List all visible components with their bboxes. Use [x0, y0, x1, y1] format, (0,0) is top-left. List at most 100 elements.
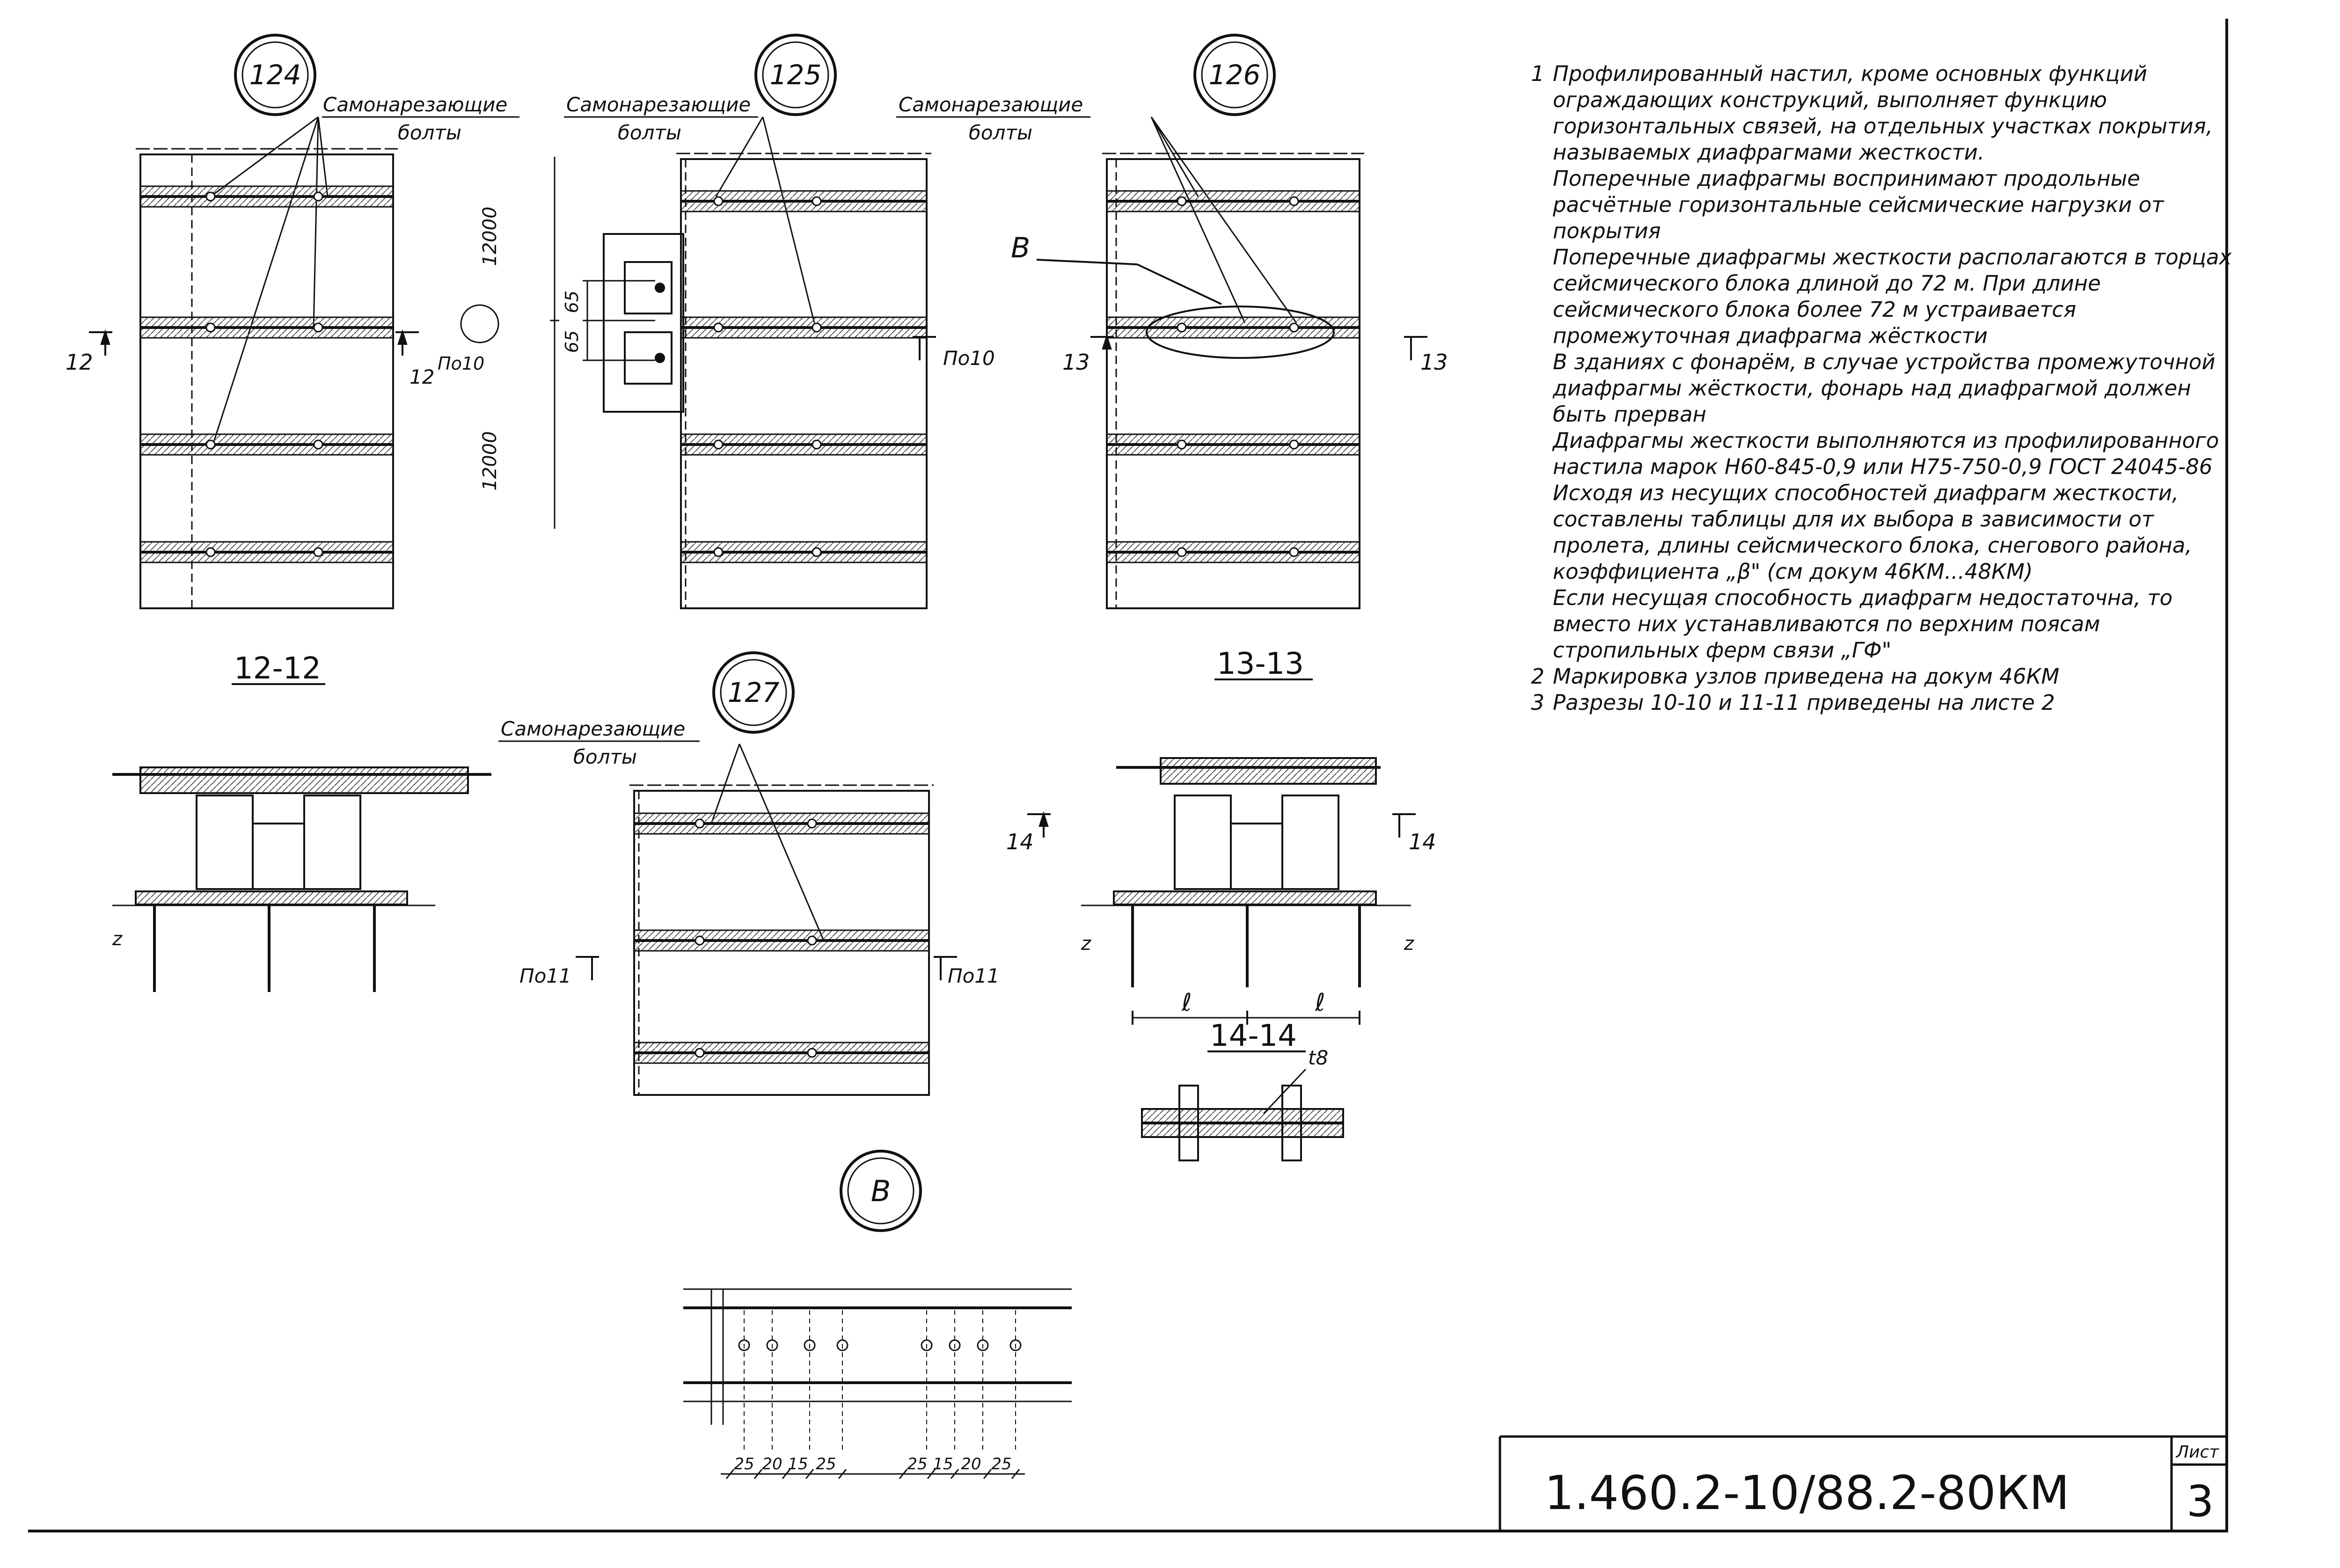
bolt-mark: [1177, 547, 1187, 557]
bracket-125: [603, 233, 684, 413]
bolt-mark: [205, 191, 216, 202]
bolt-mark: [313, 322, 323, 333]
dimension-tick: [1011, 1469, 1020, 1479]
dim-l-left: ℓ: [1181, 989, 1192, 1017]
note-item: Поперечные диафрагмы воспринимают продол…: [1516, 166, 2237, 244]
section-12-right-label: 12: [410, 365, 434, 388]
bolts-callout-126-line2: болты: [969, 121, 1032, 144]
bolts-callout-124: Самонарезающие болты: [210, 93, 519, 445]
dim-z-14-right: z: [1404, 933, 1414, 955]
plate-thickness-label: t8: [1308, 1046, 1328, 1069]
node-marker-126: 126: [1193, 34, 1276, 116]
detail-b-bolts: [738, 1310, 1022, 1451]
note-text: Поперечные диафрагмы жесткости располага…: [1553, 245, 2232, 348]
bolt-mark: [1177, 196, 1187, 206]
note-text: Диафрагмы жесткости выполняются из профи…: [1553, 428, 2219, 479]
sheet-label: Лист: [2175, 1443, 2219, 1462]
dim-65-lower: 65: [562, 330, 582, 353]
bolt-mark: [313, 191, 323, 202]
bolt-mark: [1289, 322, 1299, 333]
note-item: В зданиях с фонарём, в случае устройства…: [1516, 349, 2237, 428]
po11-right-label: По11: [948, 964, 1000, 987]
node-label-b: В: [871, 1174, 891, 1208]
detail-b-marker-label: В: [1011, 232, 1030, 264]
note-text: Если несущая способность диафрагм недост…: [1553, 585, 2173, 663]
note-number: [1516, 349, 1544, 428]
bolt-mark: [695, 935, 705, 946]
po11-left-label: По11: [519, 964, 571, 987]
po10-right-label: По10: [943, 347, 995, 370]
node-marker-124: 124: [234, 34, 316, 116]
dimension-tick: [927, 1469, 936, 1479]
node-label-127: 127: [728, 677, 780, 708]
dimension-value: 15: [788, 1455, 808, 1473]
plan-view-126: [1102, 153, 1364, 609]
section-13-left-label: 13: [1062, 350, 1090, 375]
title-block: [1499, 1435, 2227, 1531]
section-title-13-13: 13-13: [1217, 647, 1304, 681]
bolt-mark: [1289, 439, 1299, 450]
dimension-tick: [753, 1469, 763, 1479]
note-number: 2: [1531, 664, 1544, 689]
note-text: Разрезы 10-10 и 11-11 приведены на листе…: [1553, 690, 2055, 715]
note-number: [1516, 480, 1544, 585]
bolts-callout-124-line2: болты: [398, 121, 461, 144]
note-item: 2 Маркировка узлов приведена на докум 46К…: [1516, 664, 2237, 690]
plan-frame: [139, 153, 394, 609]
dimension-value: 20: [961, 1455, 981, 1473]
node-marker-125: 125: [754, 34, 837, 116]
note-number: [1516, 244, 1544, 349]
section-12-12-drawing: [112, 766, 491, 992]
dim-l-right: ℓ: [1315, 989, 1325, 1017]
bolt-mark: [205, 439, 216, 450]
bolt-mark: [1177, 322, 1187, 333]
title-code: 1.460.2-10/88.2-80КМ: [1544, 1466, 2069, 1520]
dimension-value: 25: [991, 1455, 1011, 1473]
detail-b-marker: [1036, 259, 1335, 359]
dims-125: [460, 157, 655, 529]
plan-view-124: [136, 148, 398, 609]
bolt-mark: [205, 322, 216, 333]
bolts-callout-125-line1: Самонарезающие: [566, 93, 751, 116]
note-item: Диафрагмы жесткости выполняются из профи…: [1516, 428, 2237, 480]
note-text: Маркировка узлов приведена на докум 46КМ: [1553, 664, 2060, 689]
dim-12000-lower: 12000: [479, 431, 501, 490]
note-number: [1516, 166, 1544, 244]
section-title-12-12: 12-12: [234, 651, 321, 686]
dimension-tick: [983, 1469, 992, 1479]
bolt-mark: [812, 547, 822, 557]
section-markers: [89, 329, 1427, 980]
bolts-callout-126: Самонарезающие болты: [896, 93, 1297, 323]
bolt-mark: [695, 1048, 705, 1058]
plan-view-127: [629, 784, 934, 1096]
sheet-number: 3: [2186, 1476, 2214, 1526]
bolt-mark: [713, 547, 724, 557]
bolt-mark: [313, 547, 323, 557]
plan-frame: [680, 158, 928, 609]
dimension-value: 25: [816, 1455, 836, 1473]
bolts-callout-127-line2: болты: [573, 745, 637, 768]
note-item: Если несущая способность диафрагм недост…: [1516, 585, 2237, 664]
note-number: [1516, 585, 1544, 664]
dimension-tick: [782, 1469, 791, 1479]
bolt-mark: [1289, 196, 1299, 206]
dimension-tick: [805, 1469, 814, 1479]
bolts-callout-124-line1: Самонарезающие: [323, 93, 507, 116]
section-title-14-14: 14-14: [1210, 1019, 1297, 1053]
bolt-mark: [812, 322, 822, 333]
sheet-frame: [28, 19, 2228, 1532]
note-number: [1516, 428, 1544, 480]
node-marker-b: В: [840, 1150, 922, 1232]
dimension-value: 15: [933, 1455, 953, 1473]
bolt-mark: [205, 547, 216, 557]
section-12-left-label: 12: [66, 350, 93, 375]
bolt-mark: [812, 196, 822, 206]
dimension-tick: [899, 1469, 908, 1479]
bolts-callout-127-line1: Самонарезающие: [501, 717, 685, 740]
